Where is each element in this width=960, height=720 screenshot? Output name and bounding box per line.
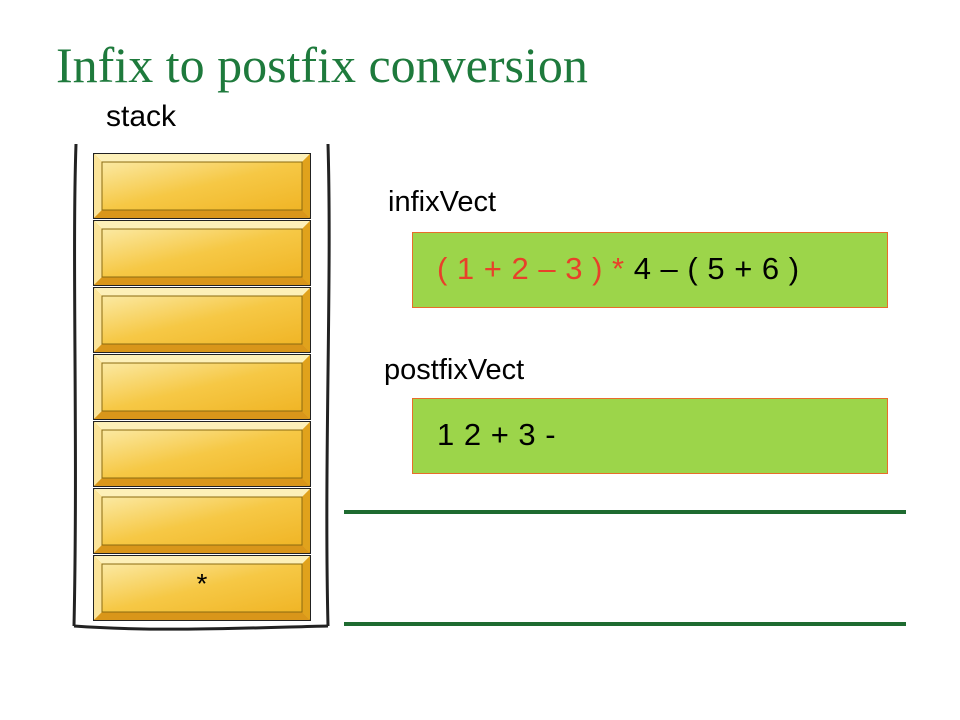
infix-vector-box: ( 1 + 2 – 3 ) * 4 – ( 5 + 6 ) <box>412 232 888 308</box>
infix-expression: ( 1 + 2 – 3 ) * 4 – ( 5 + 6 ) <box>437 251 800 287</box>
postfix-label: postfixVect <box>384 354 525 386</box>
stack-drawing <box>72 143 331 631</box>
stack-slot-1 <box>94 154 310 218</box>
divider-line-2 <box>344 622 906 626</box>
stack-slot-block <box>93 220 311 286</box>
stack-slot-block <box>93 555 311 621</box>
postfix-vector-box: 1 2 + 3 - <box>412 398 888 474</box>
stack-slot-7: * <box>196 568 208 599</box>
stack-bottom <box>73 624 329 631</box>
stack-slot-block <box>93 354 311 420</box>
stack-slot-6 <box>94 489 310 553</box>
stack-slot-5 <box>94 422 310 486</box>
infix-remaining: 4 – ( 5 + 6 ) <box>633 251 800 286</box>
stack-slot-block <box>93 488 311 554</box>
stack-slot-block <box>93 287 311 353</box>
stack-slot-2 <box>94 221 310 285</box>
stack-slot-block <box>93 153 311 219</box>
postfix-expression: 1 2 + 3 - <box>437 417 557 452</box>
stack-right-wall <box>325 143 331 627</box>
slide-title: Infix to postfix conversion <box>56 37 588 93</box>
infix-label: infixVect <box>388 186 496 218</box>
stack-left-wall <box>72 143 78 627</box>
stack-slot-block <box>93 421 311 487</box>
infix-processed: ( 1 + 2 – 3 ) * <box>437 251 625 286</box>
stack-container: * <box>66 140 340 640</box>
divider-line-1 <box>344 510 906 514</box>
stack-slot-3 <box>94 288 310 352</box>
stack-label: stack <box>106 100 177 133</box>
stack-slot-4 <box>94 355 310 419</box>
